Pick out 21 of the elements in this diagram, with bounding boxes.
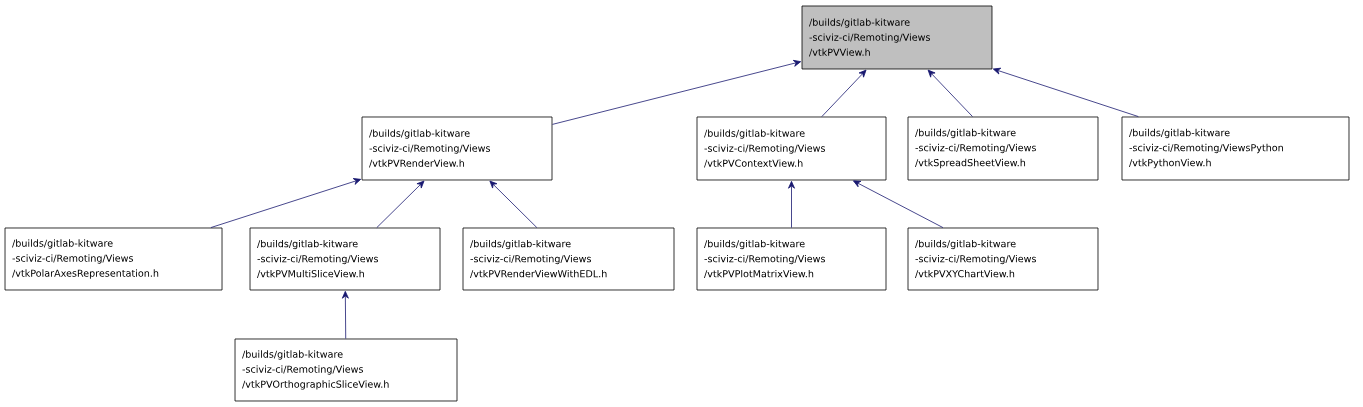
file-box: /builds/gitlab-kitware -sciviz-ci/Remoting/Views /vtkPolarAxesRepresentation.h xyxy=(4,227,223,291)
file-box: /builds/gitlab-kitware -sciviz-ci/Remoting/Views /vtkPVPlotMatrixView.h xyxy=(696,227,887,291)
file-box: /builds/gitlab-kitware -sciviz-ci/Remoting/Views /vtkPVRenderView.h xyxy=(361,116,553,181)
arrow xyxy=(489,180,538,228)
arrow xyxy=(552,59,802,125)
arrow xyxy=(788,180,795,228)
file-box: /builds/gitlab-kitware -sciviz-ci/Remoting/Views /vtkPVOrthographicSliceView.h xyxy=(234,338,458,402)
arrow xyxy=(341,290,349,339)
file-box: /builds/gitlab-kitware -sciviz-ci/Remoting/Views /vtkPVRenderViewWithEDL.h xyxy=(462,227,675,291)
arrow xyxy=(927,69,973,117)
arrow xyxy=(210,178,362,228)
arrow xyxy=(376,180,425,228)
file-box: /builds/gitlab-kitware -sciviz-ci/Remoting/ViewsPython /vtkPythonView.h xyxy=(1121,116,1350,181)
arrow xyxy=(853,180,944,228)
arrow xyxy=(992,67,1139,117)
file-box: /builds/gitlab-kitware -sciviz-ci/Remoting/Views /vtkPVView.h xyxy=(801,5,993,70)
file-box: /builds/gitlab-kitware -sciviz-ci/Remoting/Views /vtkPVXYChartView.h xyxy=(907,227,1099,291)
arrow xyxy=(821,69,867,117)
file-box: /builds/gitlab-kitware -sciviz-ci/Remoting/Views /vtkPVMultiSliceView.h xyxy=(249,227,441,291)
file-box: /builds/gitlab-kitware -sciviz-ci/Remoting/Views /vtkSpreadSheetView.h xyxy=(907,116,1099,181)
file-box: /builds/gitlab-kitware -sciviz-ci/Remoting/Views /vtkPVContextView.h xyxy=(696,116,887,181)
